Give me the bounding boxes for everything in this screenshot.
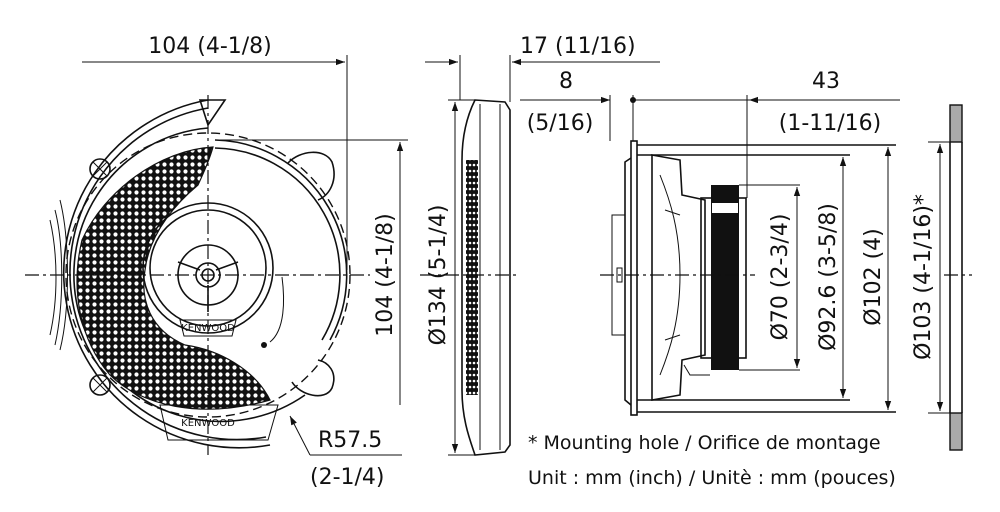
screw-bottom-left: [89, 374, 111, 396]
speaker-side-view: 8 (5/16) 43 (1-11/16) Ø70 (2-3/4) Ø92.6 …: [520, 69, 900, 416]
grille-mesh-side: [466, 160, 478, 395]
front-height-dimension: 104 (4-1/8): [220, 139, 408, 405]
mounting-hole-diameter-label: Ø103 (4-1/16)*: [911, 194, 936, 360]
flange-depth-label-inch: (5/16): [527, 111, 594, 136]
front-view: KENWOOD KENWOOD: [25, 95, 370, 455]
radius-label: R57.5: [318, 428, 382, 453]
basket-diameter-label: Ø92.6 (3-5/8): [816, 203, 841, 351]
screw-top-left: [89, 158, 111, 180]
front-width-dimension: 104 (4-1/8): [82, 34, 348, 270]
mounting-flange: [630, 140, 638, 416]
flange-depth-label: 8: [559, 69, 573, 94]
grille-mesh: [76, 146, 271, 410]
frame-diameter-label: Ø102 (4): [861, 228, 886, 325]
radius-label-inch: (2-1/4): [310, 465, 385, 490]
radius-dimension: R57.5 (2-1/4): [289, 415, 402, 490]
magnet: [711, 185, 739, 370]
total-depth-label-inch: (1-11/16): [779, 111, 882, 136]
grille-side-view: Ø134 (5-1/4) 17 (11/16): [420, 34, 660, 456]
magnet-diameter-label: Ø70 (2-3/4): [768, 214, 793, 341]
grille-diameter-label: Ø134 (5-1/4): [426, 205, 451, 346]
basket: [651, 154, 706, 401]
total-depth-label: 43: [812, 69, 840, 94]
front-width-label: 104 (4-1/8): [148, 34, 272, 59]
unit-note: Unit : mm (inch) / Unitè : mm (pouces): [528, 467, 896, 489]
mounting-wall: Ø103 (4-1/16)*: [911, 104, 972, 451]
mounting-hole-note: * Mounting hole / Orifice de montage: [528, 432, 881, 454]
alignment-triangle: [198, 99, 227, 127]
grille-depth-label: 17 (11/16): [520, 34, 636, 59]
front-height-label: 104 (4-1/8): [373, 213, 398, 337]
